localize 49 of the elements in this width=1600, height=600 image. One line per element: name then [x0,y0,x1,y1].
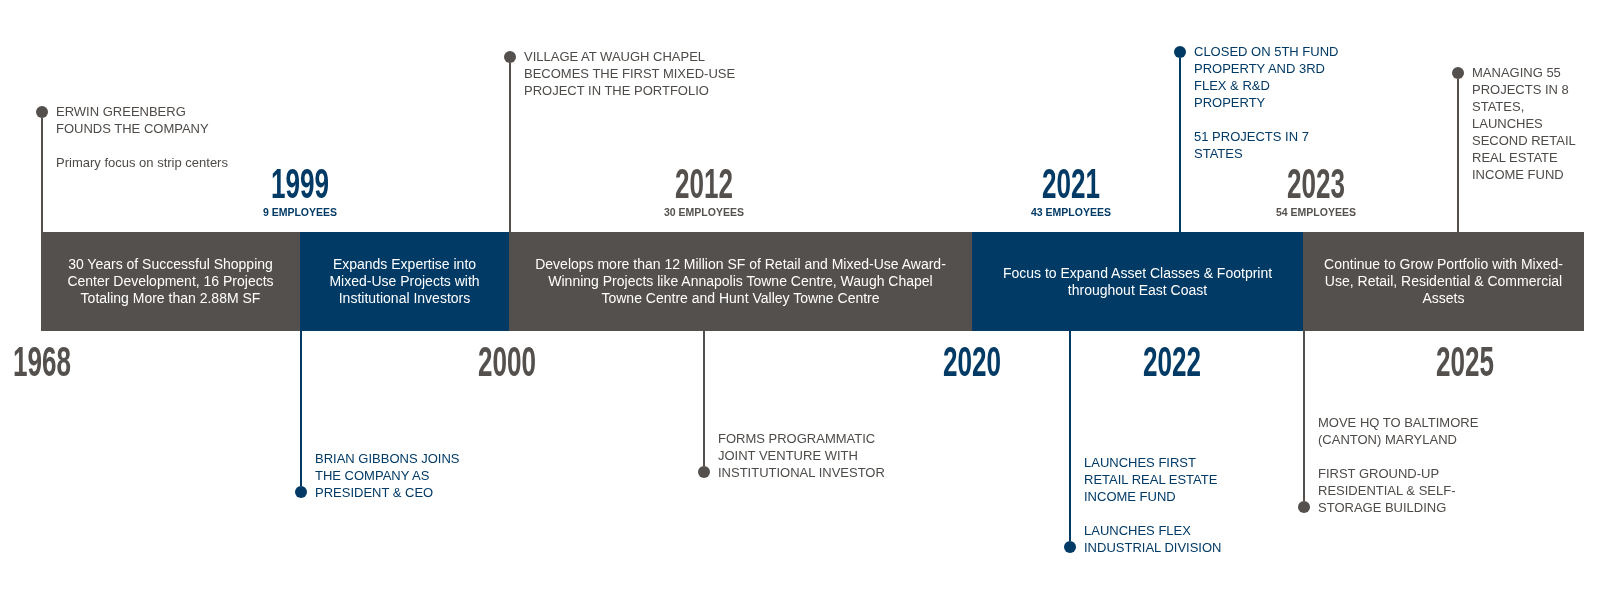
event-text: 51 PROJECTS IN 7 STATES [1194,128,1310,162]
dot-icon [1174,46,1186,58]
dot-icon [504,51,516,63]
period-text: Focus to Expand Asset Classes & Footprint throughout East Coast [1001,264,1274,299]
event-text: CLOSED ON 5TH FUND PROPERTY AND 3RD FLEX & R&D PROPERTY [1194,43,1340,111]
leader-line [1303,330,1305,502]
event-text: ERWIN GREENBERG FOUNDS THE COMPANY [56,103,210,137]
period-bar [41,232,300,331]
dot-icon [698,466,710,478]
year-label: 2020 [943,346,1001,378]
dot-icon [36,106,48,118]
dot-icon [1064,541,1076,553]
employee-count: 43 EMPLOYEES [1031,206,1111,218]
event-text: LAUNCHES FLEX INDUSTRIAL DIVISION [1084,522,1223,556]
leader-line [1069,330,1071,542]
employee-count: 30 EMPLOYEES [664,206,744,218]
leader-line [1457,78,1459,233]
leader-line [1179,57,1181,233]
year-label: 2022 [1143,346,1201,378]
event-text: BRIAN GIBBONS JOINS THE COMPANY AS PRESIDENT & CEO [315,450,461,501]
leader-line [703,330,705,467]
period-bar [300,232,509,331]
event-text: Primary focus on strip centers [56,154,229,171]
period-bar [1303,232,1584,331]
period-text: Expands Expertise into Mixed-Use Projects with Institutional Investors [328,256,481,307]
dot-icon [1452,67,1464,79]
period-bar [972,232,1303,331]
period-text: 30 Years of Successful Shopping Center Development, 16 Projects Totaling More than 2.88M SF [66,256,275,307]
period-text: Continue to Grow Portfolio with Mixed-Use, Retail, Residential & Commercial Assets [1323,256,1564,307]
event-text: LAUNCHES FIRST RETAIL REAL ESTATE INCOME FUND [1084,454,1219,505]
period-text: Develops more than 12 Million SF of Retail and Mixed-Use Award-Winning Projects like Annapolis Towne Centre, Waugh Chapel Towne Centre and Hunt Valley Towne Centre [534,256,947,307]
event-text: MOVE HQ TO BALTIMORE (CANTON) MARYLAND [1318,414,1480,448]
year-label: 1968 [13,346,71,378]
leader-line [41,117,43,233]
period-bar [509,232,972,331]
event-text: MANAGING 55 PROJECTS IN 8 STATES, LAUNCHES SECOND RETAIL REAL ESTATE INCOME FUND [1472,64,1577,183]
year-label: 2023 [1287,168,1345,200]
employee-count: 54 EMPLOYEES [1276,206,1356,218]
year-label: 2021 [1042,168,1100,200]
event-text: FIRST GROUND-UP RESIDENTIAL & SELF-STORAGE BUILDING [1318,465,1457,516]
year-label: 2000 [478,346,536,378]
dot-icon [295,486,307,498]
event-text: FORMS PROGRAMMATIC JOINT VENTURE WITH INSTITUTIONAL INVESTOR [718,430,886,481]
employee-count: 9 EMPLOYEES [262,206,338,218]
event-text: VILLAGE AT WAUGH CHAPEL BECOMES THE FIRST MIXED-USE PROJECT IN THE PORTFOLIO [524,48,737,99]
year-label: 1999 [271,168,329,200]
dot-icon [1298,501,1310,513]
leader-line [300,330,302,487]
leader-line [509,62,511,233]
